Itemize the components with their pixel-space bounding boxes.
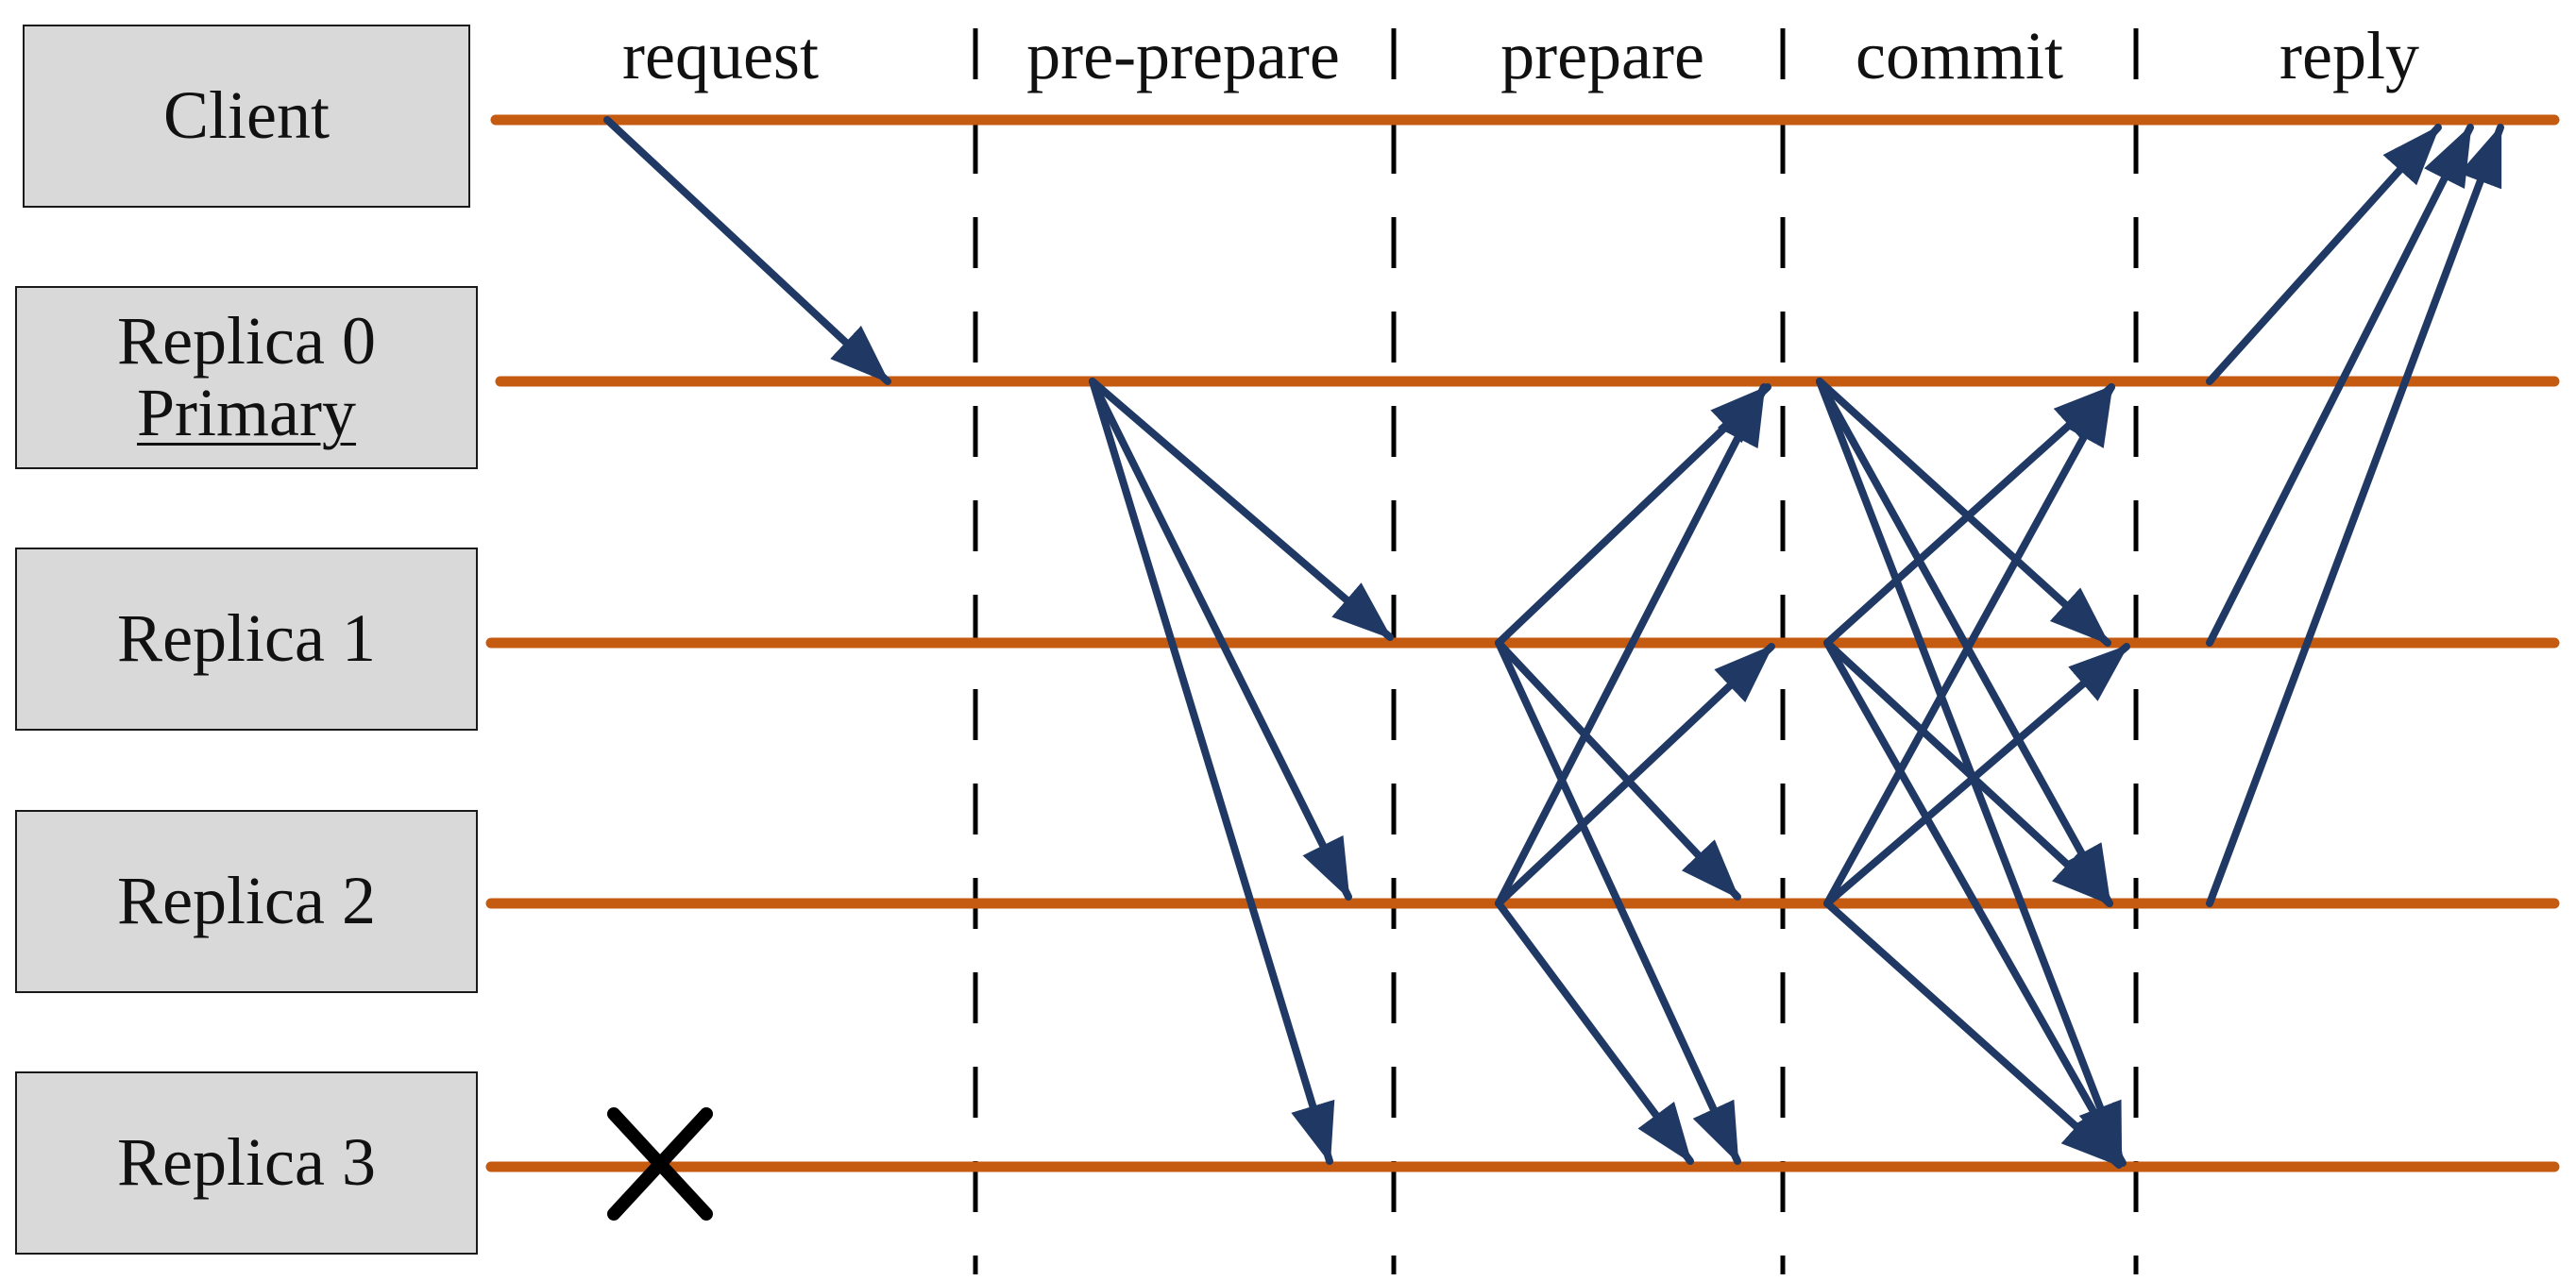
node-replica3-label: Replica 3 — [117, 1124, 376, 1201]
node-client-label: Client — [163, 77, 330, 154]
node-replica2: Replica 2 — [15, 810, 478, 993]
message-arrow-prepare-replica2-to-replica0 — [1495, 383, 1768, 907]
node-replica2-label: Replica 2 — [117, 863, 376, 939]
message-arrow-commit-replica2-to-replica3 — [1823, 900, 2123, 1169]
message-arrow-pre-prepare-replica0-to-replica1 — [1089, 378, 1394, 641]
message-arrow-prepare-replica2-to-replica1 — [1495, 643, 1775, 907]
node-replica3: Replica 3 — [15, 1071, 478, 1255]
message-arrow-commit-replica2-to-replica1 — [1823, 643, 2130, 907]
node-replica1-label: Replica 1 — [117, 600, 376, 677]
node-replica0-label: Replica 0 — [117, 303, 376, 379]
message-arrow-reply-replica2-to-client — [2206, 124, 2504, 907]
message-arrow-reply-replica0-to-client — [2206, 124, 2442, 385]
node-client: Client — [23, 25, 470, 208]
message-arrow-reply-replica1-to-client — [2206, 124, 2474, 647]
message-arrow-request-client-to-replica0 — [603, 116, 891, 385]
message-arrow-prepare-replica1-to-replica0 — [1495, 383, 1771, 647]
phase-label-request: request — [622, 18, 819, 93]
node-replica0: Replica 0 Primary — [15, 286, 478, 469]
message-arrow-commit-replica2-to-replica0 — [1823, 383, 2115, 907]
phase-label-commit: commit — [1856, 18, 2063, 93]
message-arrow-prepare-replica2-to-replica3 — [1495, 900, 1694, 1165]
fault-x-icon — [607, 1107, 713, 1221]
message-arrow-pre-prepare-replica0-to-replica2 — [1089, 378, 1352, 901]
phase-label-pre-prepare: pre-prepare — [1026, 18, 1340, 93]
message-arrow-prepare-replica1-to-replica3 — [1495, 639, 1741, 1165]
message-arrow-prepare-replica1-to-replica2 — [1495, 639, 1741, 901]
phase-label-prepare: prepare — [1500, 18, 1704, 93]
phase-label-reply: reply — [2279, 18, 2419, 93]
node-replica0-role: Primary — [137, 375, 356, 450]
message-arrow-pre-prepare-replica0-to-replica3 — [1089, 378, 1335, 1165]
message-arrow-commit-replica0-to-replica1 — [1816, 378, 2111, 647]
node-replica1: Replica 1 — [15, 548, 478, 731]
message-arrow-commit-replica1-to-replica3 — [1823, 639, 2127, 1167]
message-arrow-commit-replica0-to-replica2 — [1816, 378, 2113, 907]
message-arrow-commit-replica1-to-replica2 — [1823, 639, 2113, 907]
